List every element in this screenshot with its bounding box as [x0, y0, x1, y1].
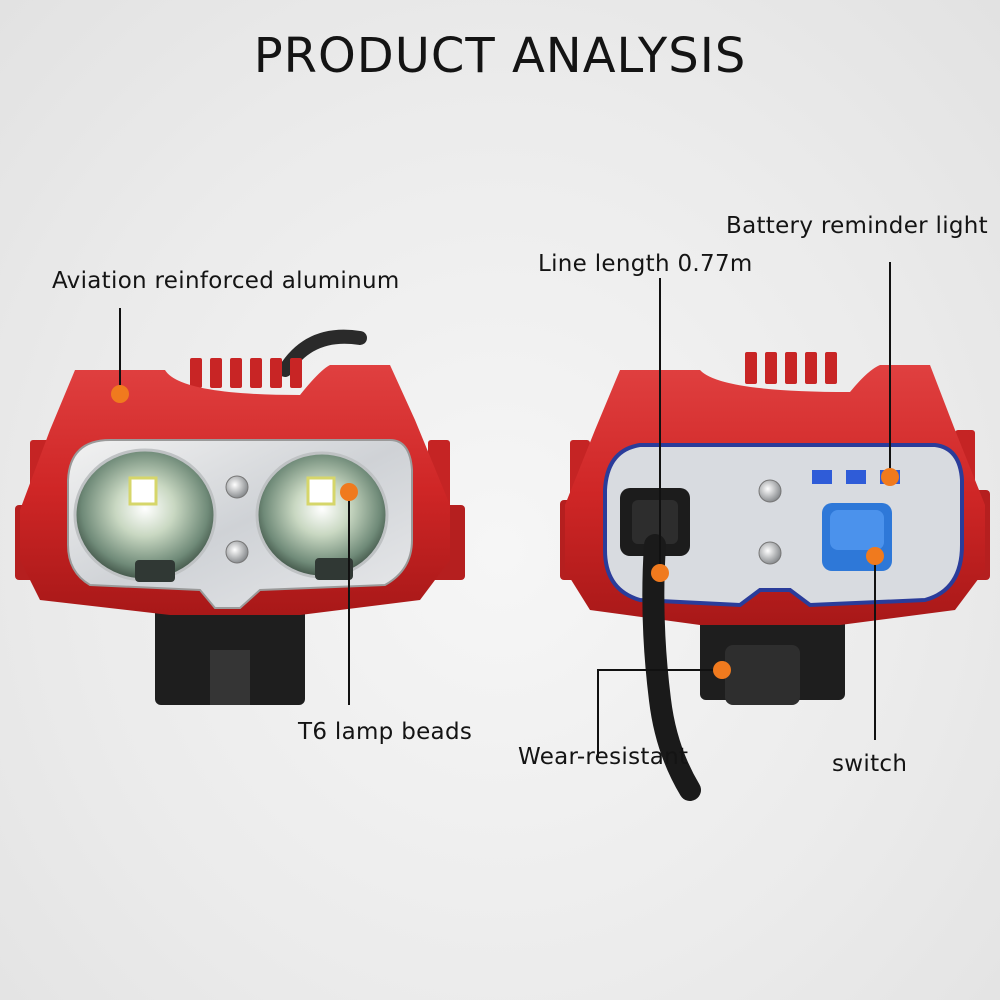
marker-wear-resistant [713, 661, 731, 679]
marker-switch [866, 547, 884, 565]
label-battery-light: Battery reminder light [726, 213, 989, 239]
page-title: PRODUCT ANALYSIS [253, 28, 747, 84]
battery-light-2 [846, 470, 866, 484]
marker-line-length [651, 564, 669, 582]
bike-headlight-front-icon [15, 329, 465, 705]
label-lamp-beads: T6 lamp beads [298, 719, 473, 745]
battery-light-1 [812, 470, 832, 484]
screw-bottom [225, 540, 249, 564]
label-switch: switch [832, 751, 908, 777]
charging-cable [642, 534, 701, 801]
screw-top [225, 475, 249, 499]
label-line-length: Line length 0.77m [538, 251, 753, 277]
marker-aluminum [111, 385, 129, 403]
marker-lamp-beads [340, 483, 358, 501]
label-wear-resistant: Wear-resistant [518, 744, 689, 770]
label-aluminum: Aviation reinforced aluminum [52, 268, 400, 294]
marker-battery-light [881, 468, 899, 486]
bike-headlight-back-icon [560, 352, 990, 801]
rear-screw-bottom [758, 541, 782, 565]
rear-screw-top [758, 479, 782, 503]
callout-lines [119, 262, 891, 758]
